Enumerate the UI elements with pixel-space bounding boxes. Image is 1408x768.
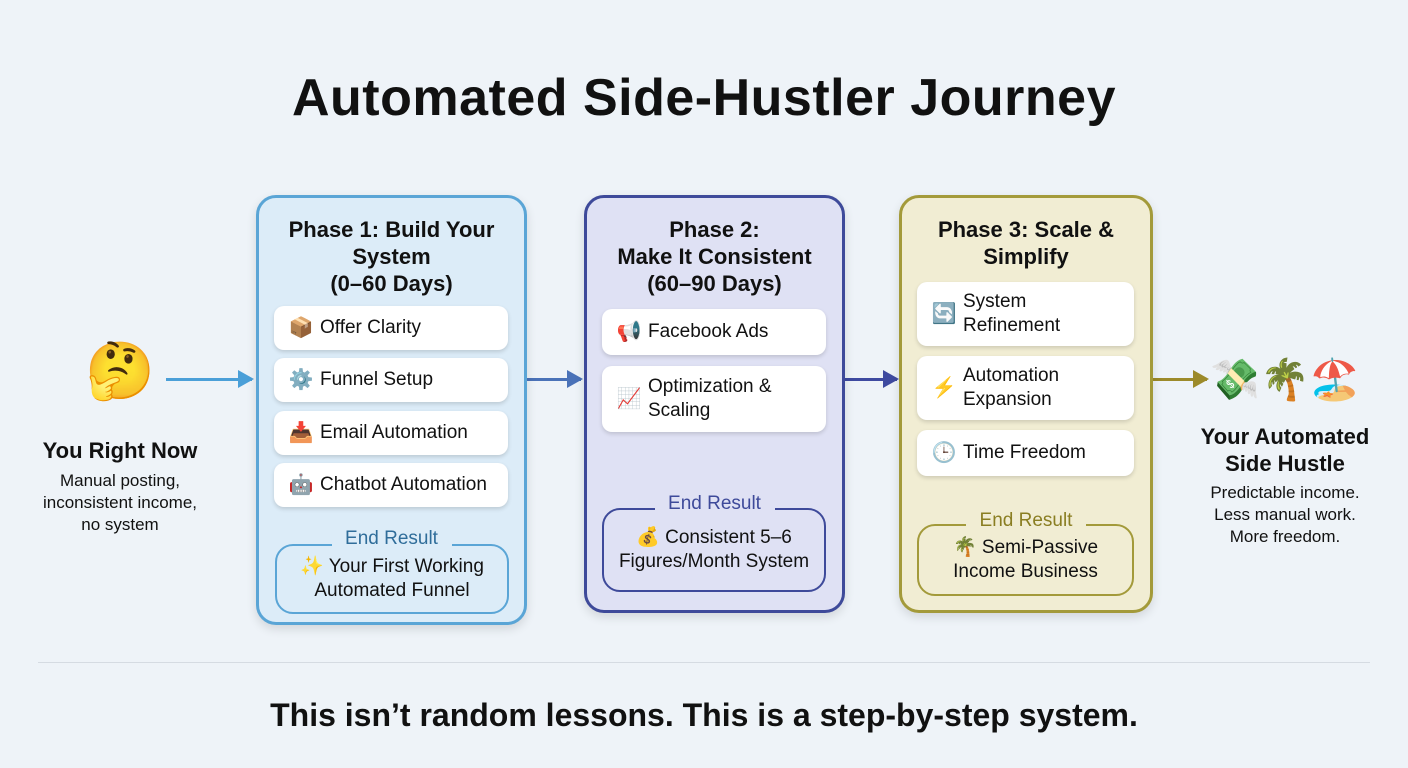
start-description: Manual posting, inconsistent income, no … [20, 470, 220, 536]
title-line: (0–60 Days) [330, 271, 453, 296]
phase-2-title: Phase 2: Make It Consistent (60–90 Days) [587, 216, 842, 297]
phase-3-card: Phase 3: Scale & Simplify 🔄 System Refine… [899, 195, 1153, 613]
start-line: no system [81, 515, 159, 534]
list-item: 🕒 Time Freedom [917, 430, 1134, 476]
arrow-2 [527, 370, 583, 388]
divider [38, 662, 1370, 663]
chart-up-icon: 📈 [616, 388, 642, 410]
item-label: Automation Expansion [963, 365, 1060, 410]
page-title: Automated Side-Hustler Journey [291, 69, 1117, 127]
list-item: ⚙️ Funnel Setup [274, 358, 508, 402]
end-result-line: Consistent 5–6 [665, 527, 792, 548]
list-item: 📥 Email Automation [274, 411, 508, 455]
start-line: inconsistent income, [42, 493, 198, 512]
title-line: Phase 2: [669, 217, 760, 242]
item-label: Optimization & Scaling [648, 376, 772, 421]
palm-tree-icon: 🌴 [952, 537, 977, 558]
sparkles-icon: ✨ [300, 556, 324, 577]
phase-3-title: Phase 3: Scale & Simplify [902, 216, 1150, 270]
end-result-line: Figures/Month System [618, 551, 810, 572]
item-label: Chatbot Automation [320, 474, 487, 495]
refresh-icon: 🔄 [931, 303, 957, 325]
goal-heading-line: Your Automated [1200, 424, 1370, 449]
gear-icon: ⚙️ [288, 369, 314, 391]
list-item: 📦 Offer Clarity [274, 306, 508, 350]
phase-1-card: Phase 1: Build Your System (0–60 Days) 📦… [256, 195, 527, 625]
item-label: Facebook Ads [648, 321, 769, 342]
start-line: Manual posting, [59, 471, 181, 490]
goal-line: Less manual work. [1214, 505, 1356, 524]
start-heading: You Right Now [42, 438, 198, 463]
money-palm-beach-icon: 💸🌴🏖️ [1210, 358, 1360, 402]
title-line: System [352, 244, 431, 269]
end-result-line: Your First Working [328, 556, 484, 577]
list-item: 🤖 Chatbot Automation [274, 463, 508, 507]
item-label: Offer Clarity [320, 317, 422, 338]
goal-heading: Your Automated Side Hustle [1180, 423, 1390, 477]
end-result-label: End Result [966, 510, 1086, 532]
list-item: 📢 Facebook Ads [602, 309, 826, 355]
end-result-line: Semi-Passive [981, 537, 1099, 558]
item-label: System Refinement [963, 291, 1061, 336]
title-line: (60–90 Days) [647, 271, 782, 296]
goal-description: Predictable income. Less manual work. Mo… [1180, 482, 1390, 548]
goal-heading-line: Side Hustle [1225, 451, 1345, 476]
megaphone-icon: 📢 [616, 321, 642, 343]
goal-line: More freedom. [1229, 527, 1341, 546]
end-result-line: Automated Funnel [314, 580, 470, 601]
end-result-label: End Result [331, 528, 452, 550]
clock-icon: 🕒 [931, 442, 957, 464]
title-line: Simplify [983, 244, 1069, 269]
phase-2-card: Phase 2: Make It Consistent (60–90 Days)… [584, 195, 845, 613]
lightning-icon: ⚡ [931, 377, 957, 399]
end-result-label: End Result [654, 493, 775, 515]
arrow-4 [1153, 370, 1209, 388]
title-line: Phase 3: Scale & [937, 217, 1115, 242]
arrow-3 [845, 370, 899, 388]
robot-icon: 🤖 [288, 474, 314, 496]
item-label: Time Freedom [963, 442, 1086, 463]
item-label: Funnel Setup [320, 369, 434, 390]
phase-1-title: Phase 1: Build Your System (0–60 Days) [259, 216, 524, 297]
title-line: Make It Consistent [617, 244, 812, 269]
arrow-1 [166, 370, 254, 388]
goal-line: Predictable income. [1210, 483, 1360, 502]
thinking-person-icon: 🤔 [85, 339, 155, 402]
list-item: 🔄 System Refinement [917, 282, 1134, 346]
title-line: Phase 1: Build Your [288, 217, 495, 242]
end-result-line: Income Business [953, 561, 1098, 582]
footer-tagline: This isn’t random lessons. This is a ste… [270, 697, 1138, 733]
list-item: 📈 Optimization & Scaling [602, 366, 826, 432]
item-label: Email Automation [320, 422, 468, 443]
list-item: ⚡ Automation Expansion [917, 356, 1134, 420]
money-bag-icon: 💰 [636, 527, 660, 548]
package-icon: 📦 [288, 317, 314, 339]
inbox-icon: 📥 [288, 422, 314, 444]
